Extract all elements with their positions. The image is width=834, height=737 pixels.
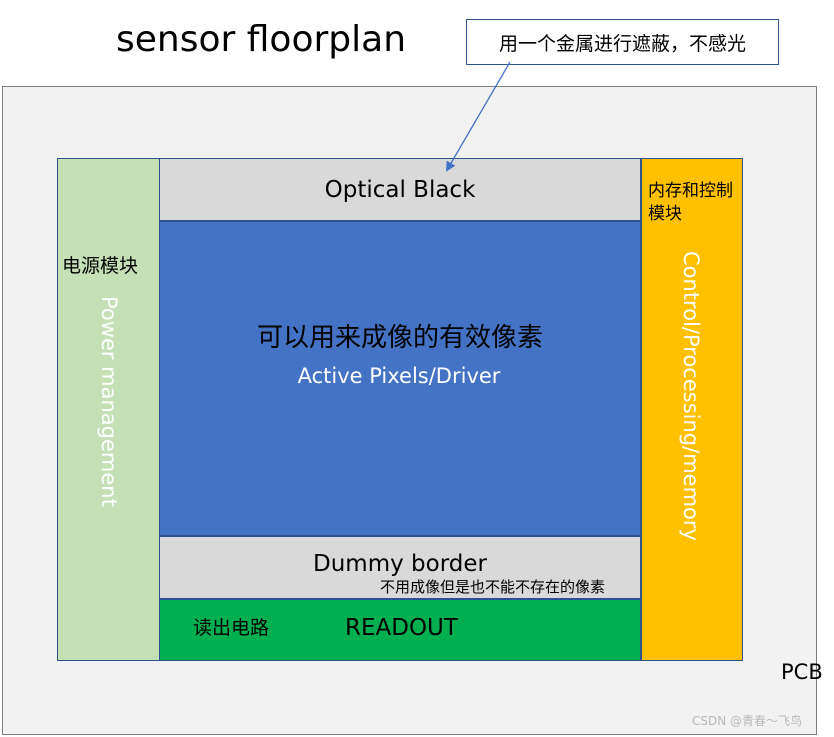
callout-text: 用一个金属进行遮蔽，不感光: [498, 32, 746, 55]
readout-label-en: READOUT: [345, 615, 458, 641]
optical-black-block: Optical Black: [159, 158, 641, 221]
power-management-block: [57, 158, 160, 661]
control-block: [641, 158, 743, 661]
dummy-border-block: [159, 536, 641, 599]
readout-block: [159, 599, 641, 661]
readout-label-cn: 读出电路: [193, 617, 270, 639]
callout-box: 用一个金属进行遮蔽，不感光: [466, 19, 779, 65]
control-label-en: Control/Processing/memory: [679, 251, 703, 541]
power-label-cn: 电源模块: [62, 255, 139, 277]
power-label-en: Power management: [97, 296, 121, 507]
diagram-title: sensor floorplan: [116, 19, 407, 60]
watermark: CSDN @青春～飞鸟: [692, 714, 803, 728]
dummy-label-cn: 不用成像但是也不能不存在的像素: [380, 578, 606, 596]
active-pixels-block: [159, 221, 641, 536]
active-label-cn: 可以用来成像的有效像素: [256, 323, 543, 353]
pcb-label: PCB: [781, 660, 823, 684]
dummy-label-en: Dummy border: [313, 551, 487, 577]
optical-black-label: Optical Black: [324, 176, 476, 203]
control-label-cn: 内存和控制模块: [648, 181, 733, 224]
active-label-en: Active Pixels/Driver: [297, 364, 501, 388]
